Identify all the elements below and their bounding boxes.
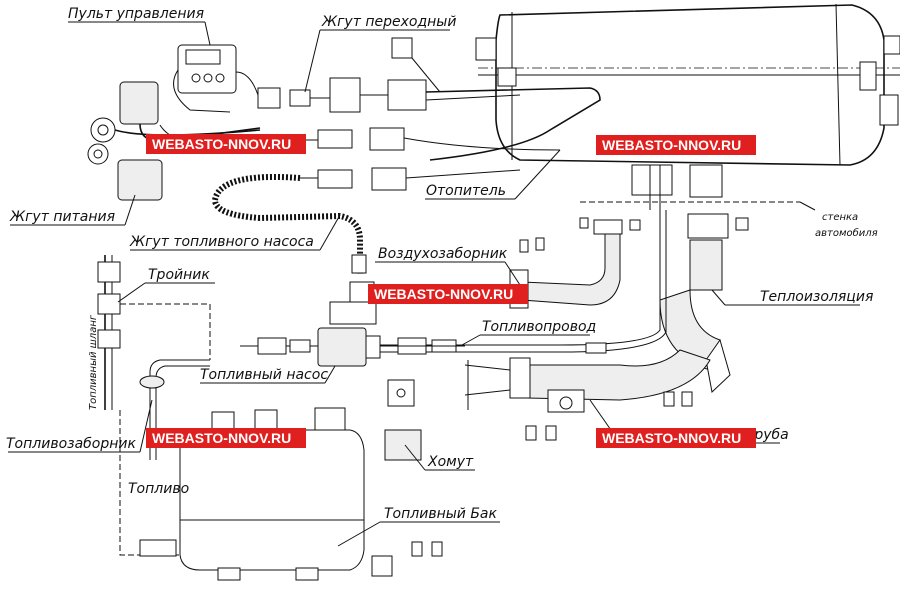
heater-label: Отопитель [426,183,506,199]
clamp-label: Хомут [427,454,474,470]
watermark-4: WEBASTO-NNOV.RU [146,428,306,448]
fuel-intake-unit [139,359,210,460]
watermark-5: WEBASTO-NNOV.RU [596,428,756,448]
insulation-label: Теплоизоляция [760,289,873,305]
heater-unit [475,3,900,210]
vehicle-wall-label-1: стенка [822,212,858,223]
svg-text:WEBASTO-NNOV.RU: WEBASTO-NNOV.RU [152,430,291,446]
fuel-pump-label: Топливный насос [200,367,328,383]
svg-text:WEBASTO-NNOV.RU: WEBASTO-NNOV.RU [152,136,291,152]
fuel-tank-label: Топливный Бак [384,506,498,522]
tee-label: Тройник [148,267,210,283]
exhaust-pipe-unit [464,349,711,413]
fuel-pump-harness-label: Жгут топливного насоса [129,234,314,250]
fuel-hose-label: Топливный шланг [88,314,99,410]
fastener-set [371,391,693,577]
fuel-intake-label: Топливозаборник [6,436,136,452]
fuel-line-path [380,210,661,346]
svg-text:WEBASTO-NNOV.RU: WEBASTO-NNOV.RU [374,286,513,302]
svg-text:WEBASTO-NNOV.RU: WEBASTO-NNOV.RU [602,430,741,446]
watermark-1: WEBASTO-NNOV.RU [146,134,306,154]
vehicle-wall-label-2: автомобиля [815,227,878,239]
svg-text:WEBASTO-NNOV.RU: WEBASTO-NNOV.RU [602,137,741,153]
power-harness-unit [87,81,561,201]
fuel-pump-harness-unit [211,167,521,275]
fuel-pump-unit [240,281,465,367]
adapter-harness-label: Жгут переходный [321,14,456,30]
control-panel-unit [173,44,259,113]
air-intake-label: Воздухозаборник [378,246,508,262]
fuel-label: Топливо [128,481,189,497]
watermark-2: WEBASTO-NNOV.RU [596,135,756,155]
clamp-unit [384,379,422,461]
control-panel-label: Пульт управления [68,6,204,22]
power-harness-label: Жгут питания [9,209,115,225]
insulation-unit [659,213,749,393]
air-intake-unit [509,217,641,309]
watermark-3: WEBASTO-NNOV.RU [368,284,528,304]
fuel-tank-unit [119,407,365,581]
tee-unit [97,255,211,410]
fuel-line-label: Топливопровод [482,319,596,335]
adapter-harness-unit [257,37,601,161]
